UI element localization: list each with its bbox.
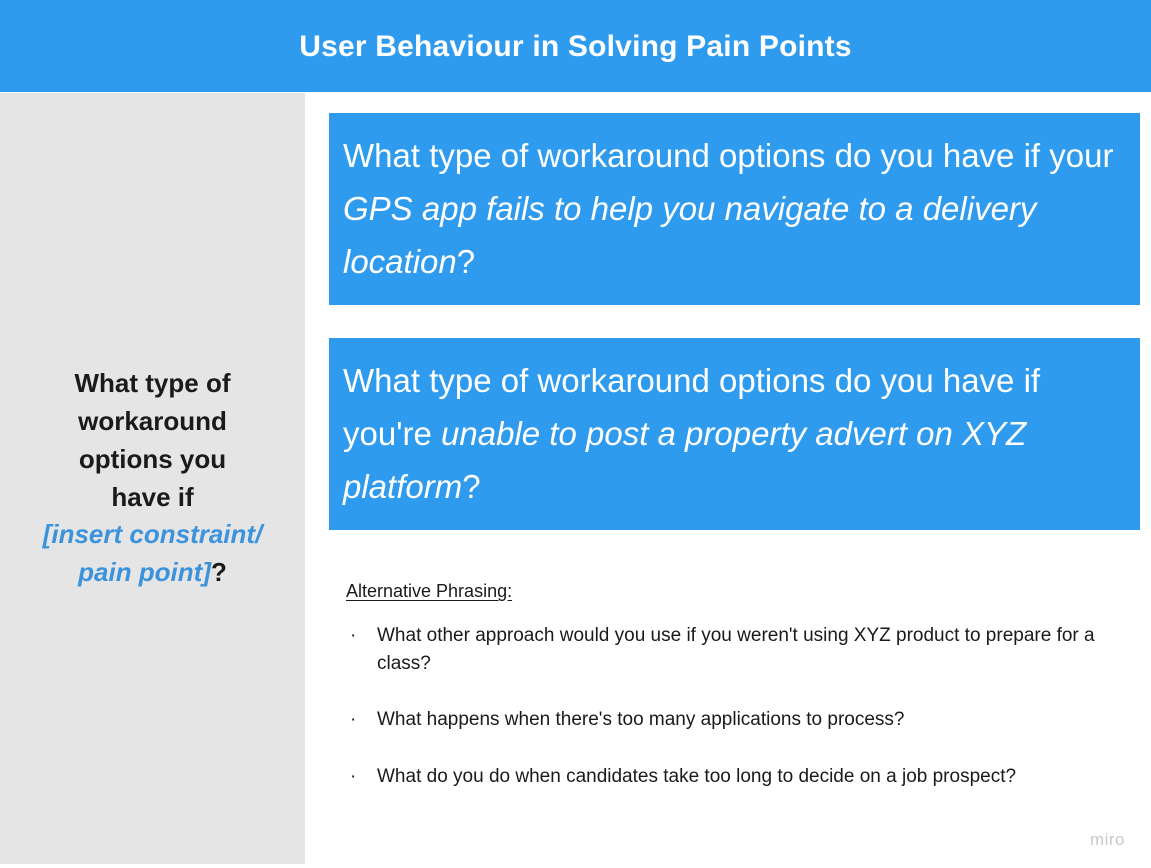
sidebar-prompt-line-4: have if [111, 481, 194, 512]
question-card-1-emphasis: GPS app fails to help you navigate to a … [343, 189, 1037, 280]
sidebar-prompt-line-2: workaround [78, 406, 227, 437]
question-card-1: What type of workaround options do you h… [329, 113, 1140, 305]
question-card-1-lead: What type of workaround options do you h… [343, 137, 1114, 174]
list-item-text: What happens when there's too many appli… [377, 709, 905, 731]
sidebar-prompt-placeholder: [insert constraint/ pain point] [42, 519, 263, 587]
list-item: · What happens when there's too many app… [346, 706, 1106, 734]
sidebar-prompt-question-mark: ? [210, 556, 227, 587]
alternative-phrasing-heading: Alternative Phrasing: [346, 581, 513, 601]
sidebar-prompt-block: What type of workaround options you have… [8, 365, 298, 591]
question-card-2-trail: ? [462, 467, 481, 505]
question-card-1-text: What type of workaround options do you h… [343, 130, 1126, 288]
question-card-2-lead: What type of workaround options do you h… [343, 362, 1041, 452]
question-card-2-text: What type of workaround options do you h… [343, 355, 1126, 513]
bullet-icon: · [350, 709, 357, 731]
question-card-1-trail: ? [456, 242, 476, 280]
question-card-2-emphasis: unable to post a property advert on XYZ … [343, 414, 1027, 505]
page-title: User Behaviour in Solving Pain Points [299, 29, 852, 63]
miro-watermark: miro [1089, 830, 1125, 849]
list-item: · What other approach would you use if y… [346, 622, 1106, 677]
sidebar-prompt-text: What type of workaround options you have… [16, 365, 290, 591]
sidebar-prompt-line-1: What type of [74, 368, 231, 399]
sidebar-panel: What type of workaround options you have… [0, 93, 305, 864]
list-item-text: What other approach would you use if you… [377, 625, 1095, 674]
question-card-2: What type of workaround options do you h… [329, 338, 1140, 530]
alternative-phrasing-block: Alternative Phrasing: · What other appro… [346, 581, 1106, 790]
list-item: · What do you do when candidates take to… [346, 763, 1106, 791]
alternative-phrasing-list: · What other approach would you use if y… [346, 622, 1106, 790]
slide-header: User Behaviour in Solving Pain Points [0, 0, 1151, 92]
sidebar-prompt-line-3: options you [78, 443, 227, 474]
bullet-icon: · [350, 765, 357, 787]
main-panel: What type of workaround options do you h… [305, 93, 1151, 868]
list-item-text: What do you do when candidates take too … [377, 765, 1017, 787]
bullet-icon: · [350, 625, 357, 646]
